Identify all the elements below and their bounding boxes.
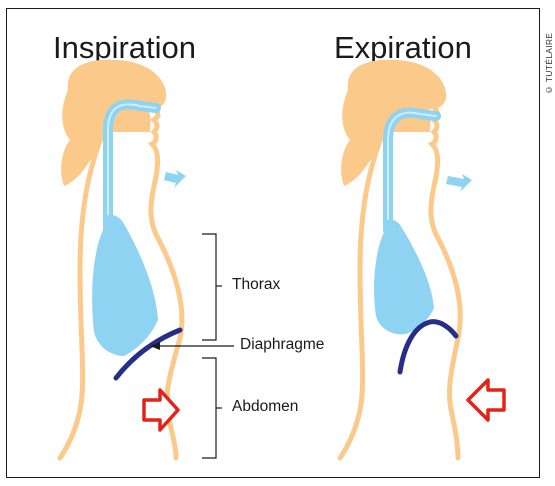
arrow-in-icon bbox=[164, 170, 186, 188]
thorax-bracket bbox=[202, 234, 216, 340]
lung-left bbox=[92, 215, 158, 356]
diaphragm-label: Diaphragme bbox=[240, 336, 324, 354]
thorax-label: Thorax bbox=[232, 276, 280, 294]
lung-right bbox=[374, 219, 434, 334]
hollow-arrow-right-icon bbox=[144, 390, 178, 430]
abdomen-bracket bbox=[202, 358, 216, 458]
inspiration-figure bbox=[60, 60, 186, 458]
body-front-right bbox=[430, 100, 460, 458]
arrow-out-icon bbox=[446, 174, 472, 192]
expiration-figure bbox=[340, 60, 504, 458]
hair-left bbox=[61, 60, 166, 186]
abdomen-label: Abdomen bbox=[232, 398, 298, 416]
hollow-arrow-left-icon bbox=[468, 380, 504, 420]
